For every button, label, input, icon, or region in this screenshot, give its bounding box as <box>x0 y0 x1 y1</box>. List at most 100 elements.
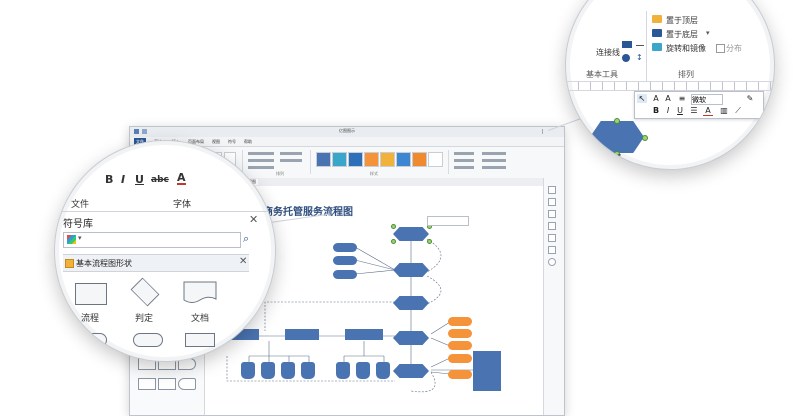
italic-icon[interactable]: I <box>121 173 126 186</box>
rotate-mirror-item[interactable]: 旋转和镜像 <box>666 44 706 53</box>
ribbon-tab-view[interactable]: 视图 <box>212 139 220 144</box>
italic-icon[interactable]: I <box>666 106 670 115</box>
send-to-back-item[interactable] <box>248 159 274 162</box>
style-swatch-5[interactable] <box>380 152 395 167</box>
lens-tab-font[interactable]: 字体 <box>173 200 192 210</box>
predefined-shape-icon[interactable] <box>185 333 215 347</box>
fill-color-icon[interactable]: ▥ <box>720 106 728 115</box>
ribbon-tab-help[interactable]: 帮助 <box>244 139 252 144</box>
flow-node-database[interactable] <box>336 362 350 379</box>
style-swatch-1[interactable] <box>316 152 331 167</box>
library-search-input[interactable]: ▾ <box>63 232 241 248</box>
library-section-header[interactable]: 基本流程图形状 ✕ <box>63 254 249 272</box>
send-to-back-icon[interactable] <box>652 29 662 37</box>
shadow-panel-icon[interactable] <box>548 210 556 218</box>
floating-mini-toolbar[interactable] <box>427 216 469 226</box>
flow-node-pill[interactable] <box>333 243 357 252</box>
selection-handle[interactable] <box>391 239 396 244</box>
format-painter-icon[interactable]: ✎ <box>746 94 754 103</box>
fill-panel-icon[interactable] <box>548 186 556 194</box>
connector-line-item[interactable]: 连接线 <box>596 48 620 57</box>
style-swatch-6[interactable] <box>396 152 411 167</box>
flow-node-orange-pill[interactable] <box>448 354 472 363</box>
list-icon[interactable]: ☰ <box>690 106 698 115</box>
flow-node-orange-pill[interactable] <box>448 329 472 338</box>
bold-icon[interactable]: B <box>105 173 114 186</box>
window-controls[interactable] <box>542 129 561 134</box>
close-icon[interactable]: ✕ <box>249 213 259 226</box>
font-grow-icon[interactable]: A <box>653 94 659 103</box>
flow-node-hex[interactable] <box>393 227 429 241</box>
ribbon-tab-symbols[interactable]: 符号 <box>228 139 236 144</box>
terminator-shape-icon[interactable] <box>75 333 107 347</box>
data-shape-icon[interactable] <box>133 333 163 347</box>
search-icon[interactable]: ⌕ <box>243 232 250 245</box>
selection-handle[interactable] <box>614 118 620 124</box>
style-swatch-7[interactable] <box>412 152 427 167</box>
flow-node-database[interactable] <box>376 362 390 379</box>
ribbon-tab-layout[interactable]: 页面布局 <box>188 139 204 144</box>
style-swatch-8[interactable] <box>428 152 443 167</box>
align-item[interactable] <box>280 152 302 155</box>
bold-icon[interactable]: B <box>652 106 660 115</box>
rotate-mirror-icon[interactable] <box>652 43 662 51</box>
select-icon[interactable]: ↖ <box>637 94 647 103</box>
flow-node-pill[interactable] <box>333 256 357 265</box>
send-to-back-item[interactable]: 置于底层 <box>666 30 698 39</box>
flow-node-database[interactable] <box>261 362 275 379</box>
flow-node-database[interactable] <box>301 362 315 379</box>
flow-node-database[interactable] <box>241 362 255 379</box>
library-shape-display[interactable] <box>178 378 196 390</box>
circle-tool-icon[interactable] <box>622 54 630 62</box>
selection-handle[interactable] <box>391 224 396 229</box>
selection-handle[interactable] <box>586 135 592 141</box>
image-panel-icon[interactable] <box>548 222 556 230</box>
style-swatch-2[interactable] <box>332 152 347 167</box>
flow-node-summary-box[interactable] <box>473 351 501 391</box>
flow-node-hex[interactable] <box>393 263 429 277</box>
page-panel-icon[interactable] <box>548 234 556 242</box>
line-item[interactable] <box>454 159 474 162</box>
distribute-item[interactable]: 分布 <box>726 44 742 53</box>
line-style-icon[interactable]: ⟋ <box>735 106 741 115</box>
flow-node-hex[interactable] <box>393 331 429 345</box>
style-swatch-3[interactable] <box>348 152 363 167</box>
flow-node-orange-pill[interactable] <box>448 317 472 326</box>
flow-node-database[interactable] <box>356 362 370 379</box>
text-align-icon[interactable]: ≡ <box>678 94 686 103</box>
bring-to-front-item[interactable]: 置于顶层 <box>666 16 698 25</box>
selection-handle[interactable] <box>642 135 648 141</box>
close-icon[interactable]: ✕ <box>239 256 248 267</box>
layer-panel-icon[interactable] <box>548 246 556 254</box>
flow-node-orange-pill[interactable] <box>448 370 472 379</box>
font-color-icon[interactable]: A <box>703 106 713 116</box>
underline-icon[interactable]: U <box>677 106 683 115</box>
line-panel-icon[interactable] <box>548 198 556 206</box>
flow-node-database[interactable] <box>281 362 295 379</box>
rectangle-tool-icon[interactable] <box>622 41 632 48</box>
shadow-item[interactable] <box>454 166 474 169</box>
library-picker-icon[interactable] <box>67 235 76 244</box>
quick-access-save-icon[interactable] <box>134 129 139 134</box>
selection-handle[interactable] <box>427 239 432 244</box>
strikethrough-icon[interactable]: abc <box>151 175 169 185</box>
decision-shape-icon[interactable] <box>130 277 160 307</box>
style-swatch-4[interactable] <box>364 152 379 167</box>
bring-to-front-item[interactable] <box>248 152 274 155</box>
font-shrink-icon[interactable]: A <box>665 94 671 103</box>
size-item[interactable] <box>280 159 302 162</box>
lens-tab-file[interactable]: 文件 <box>71 200 90 210</box>
flow-node-rect[interactable] <box>285 329 319 340</box>
font-name-select[interactable]: 微软 <box>691 94 723 105</box>
selected-hexagon-shape[interactable] <box>590 121 644 153</box>
library-shape-tape[interactable] <box>158 378 176 390</box>
flow-node-rect[interactable] <box>225 329 259 340</box>
flow-node-orange-pill[interactable] <box>448 341 472 350</box>
flow-node-rect[interactable] <box>345 329 383 340</box>
flow-node-hex[interactable] <box>393 296 429 310</box>
replace-item[interactable] <box>482 159 506 162</box>
fill-item[interactable] <box>454 152 474 155</box>
quick-access-undo-icon[interactable] <box>142 129 147 134</box>
document-shape-icon[interactable] <box>183 281 217 305</box>
flow-node-pill[interactable] <box>333 270 357 279</box>
